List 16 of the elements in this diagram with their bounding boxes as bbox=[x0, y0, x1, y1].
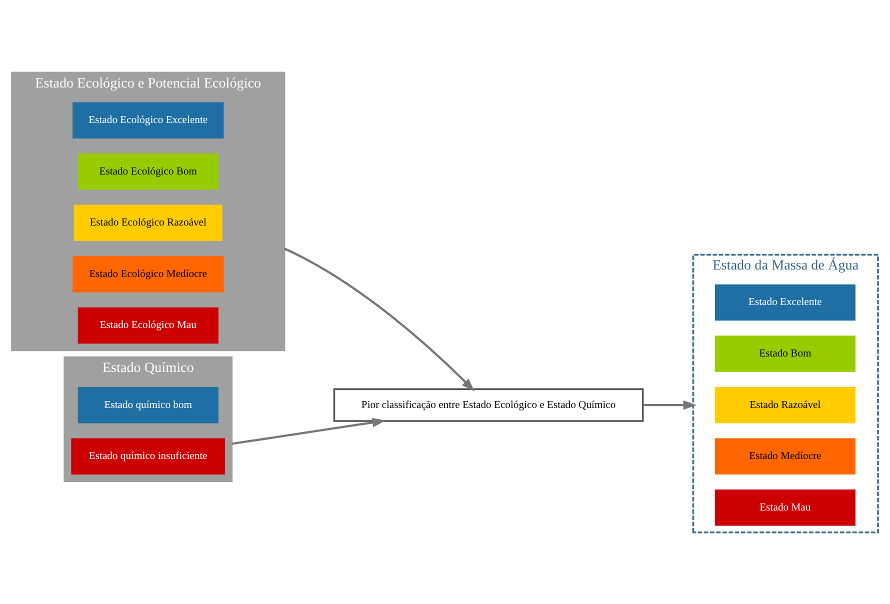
node-box: Estado químico insuficiente bbox=[71, 438, 226, 474]
node-box: Estado Ecológico Medíocre bbox=[72, 256, 224, 292]
node-box: Estado Mau bbox=[714, 489, 856, 526]
node-box: Estado químico bom bbox=[78, 386, 218, 423]
arrow bbox=[232, 417, 386, 444]
node-box: Pior classificação entre Estado Ecológico e Estado Químico bbox=[333, 388, 644, 422]
node-box: Estado Excelente bbox=[714, 284, 856, 320]
node-box: Estado Bom bbox=[714, 335, 856, 372]
arrow bbox=[642, 400, 697, 410]
node-box: Estado Razoável bbox=[714, 386, 856, 423]
node-box: Estado Ecológico Excelente bbox=[72, 102, 224, 138]
node-box: Estado Medíocre bbox=[714, 438, 856, 474]
arrow bbox=[284, 247, 475, 391]
node-box: Estado Ecológico Razoável bbox=[74, 204, 222, 241]
node-box: Estado Ecológico Mau bbox=[78, 306, 218, 344]
node-box: Estado Ecológico Bom bbox=[78, 153, 218, 190]
